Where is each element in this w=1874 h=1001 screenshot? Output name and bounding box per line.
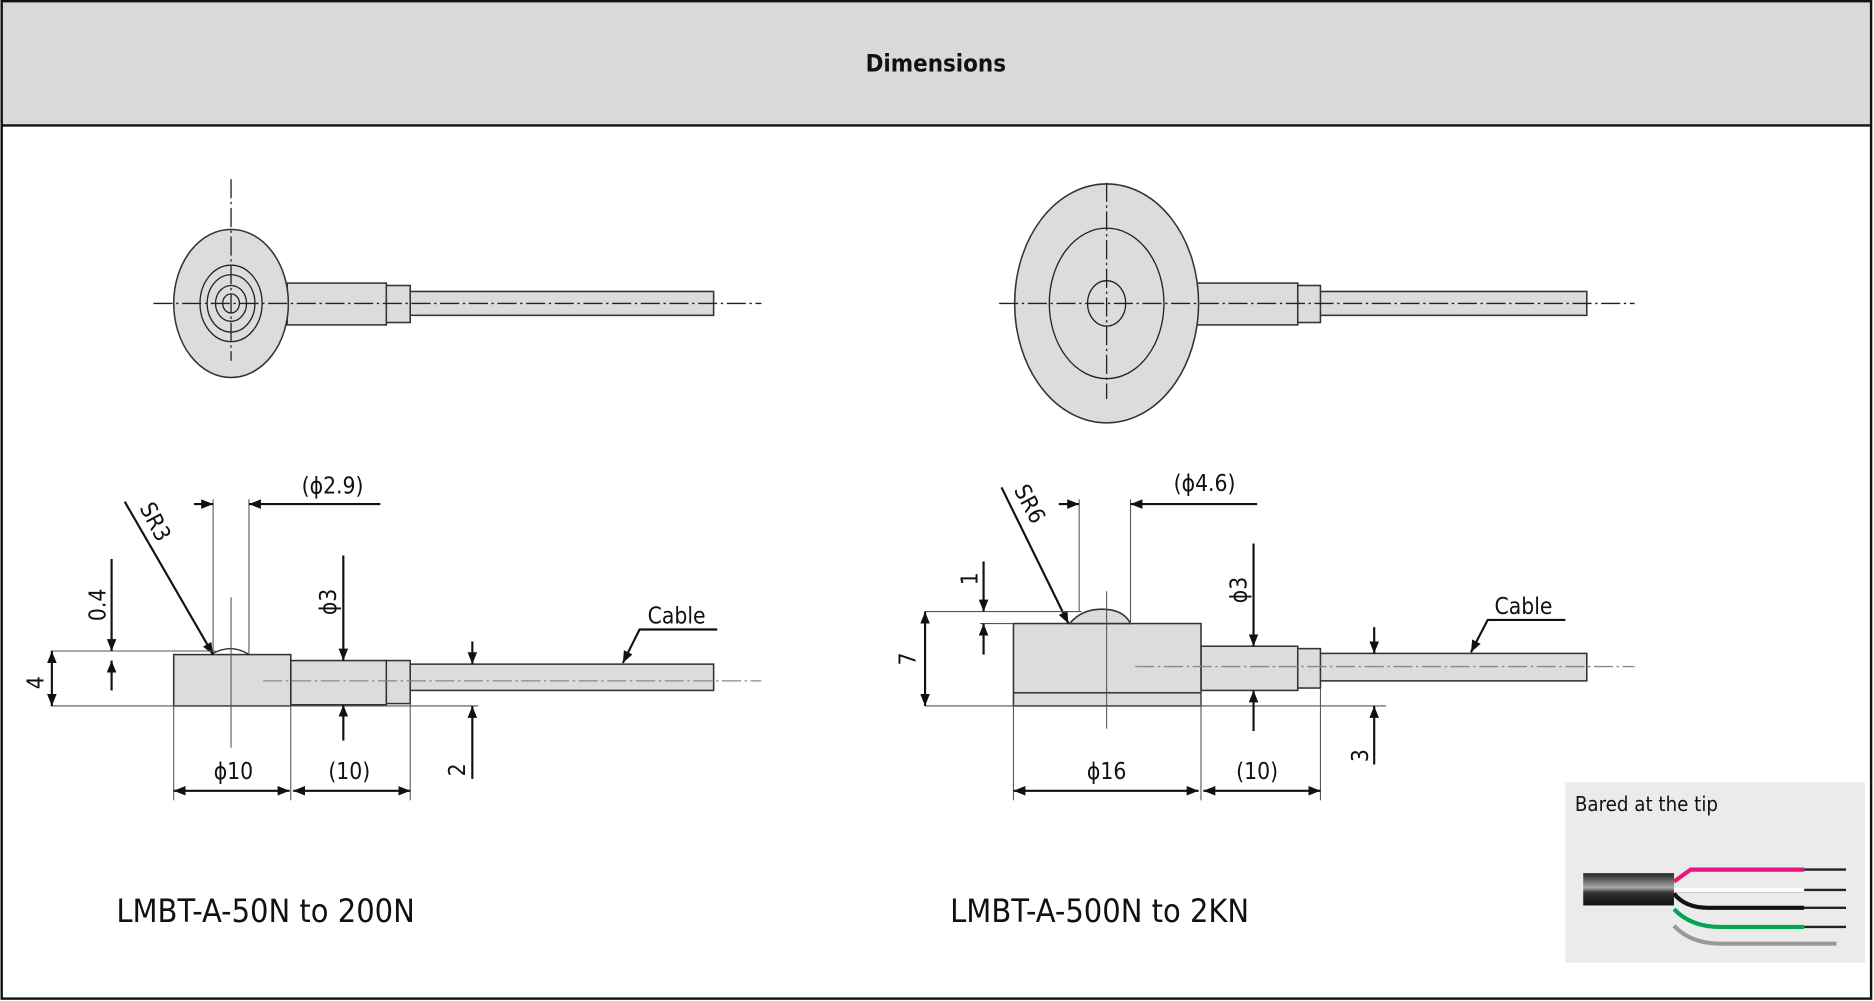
bared-tip-inset: Bared at the tip (1565, 782, 1866, 963)
page-title: Dimensions (866, 50, 1006, 78)
cable-sheath (1583, 873, 1675, 906)
right-body-dia-label: ϕ16 (1087, 759, 1126, 785)
right-model-name: LMBT-A-500N to 2KN (950, 892, 1249, 930)
right-cable-offset-label: 3 (1348, 749, 1374, 762)
right-sr-label: SR6 (1008, 480, 1050, 528)
left-body-dia-label: ϕ10 (214, 759, 253, 785)
right-tip-dia-label: (ϕ4.6) (1174, 471, 1236, 497)
header-band (1, 1, 1872, 126)
right-cable-dia-label: ϕ3 (1226, 577, 1252, 603)
right-cable-label: Cable (1495, 594, 1553, 620)
left-sr-label: SR3 (134, 498, 176, 546)
right-top-view (999, 182, 1635, 424)
left-cable-label: Cable (648, 604, 706, 630)
right-side-view: (ϕ4.6) SR6 1 7 ϕ3 3 ϕ16 (10) Cable (895, 471, 1635, 801)
inset-label: Bared at the tip (1575, 792, 1718, 816)
left-top-view (153, 179, 762, 379)
left-cable-offset-label: 2 (445, 763, 471, 776)
right-height-label: 7 (895, 652, 921, 665)
left-dome-height-label: 0.4 (86, 589, 112, 621)
left-side-view: (ϕ2.9) SR3 0.4 4 ϕ3 2 ϕ10 (10) Cable (24, 473, 762, 801)
left-height-label: 4 (24, 676, 50, 689)
left-neck-length-label: (10) (328, 759, 370, 785)
left-tip-dia-label: (ϕ2.9) (302, 473, 364, 499)
left-model-name: LMBT-A-50N to 200N (116, 892, 414, 930)
right-neck-length-label: (10) (1236, 759, 1278, 785)
right-dome-height-label: 1 (958, 572, 984, 585)
left-cable-dia-label: ϕ3 (316, 589, 342, 615)
